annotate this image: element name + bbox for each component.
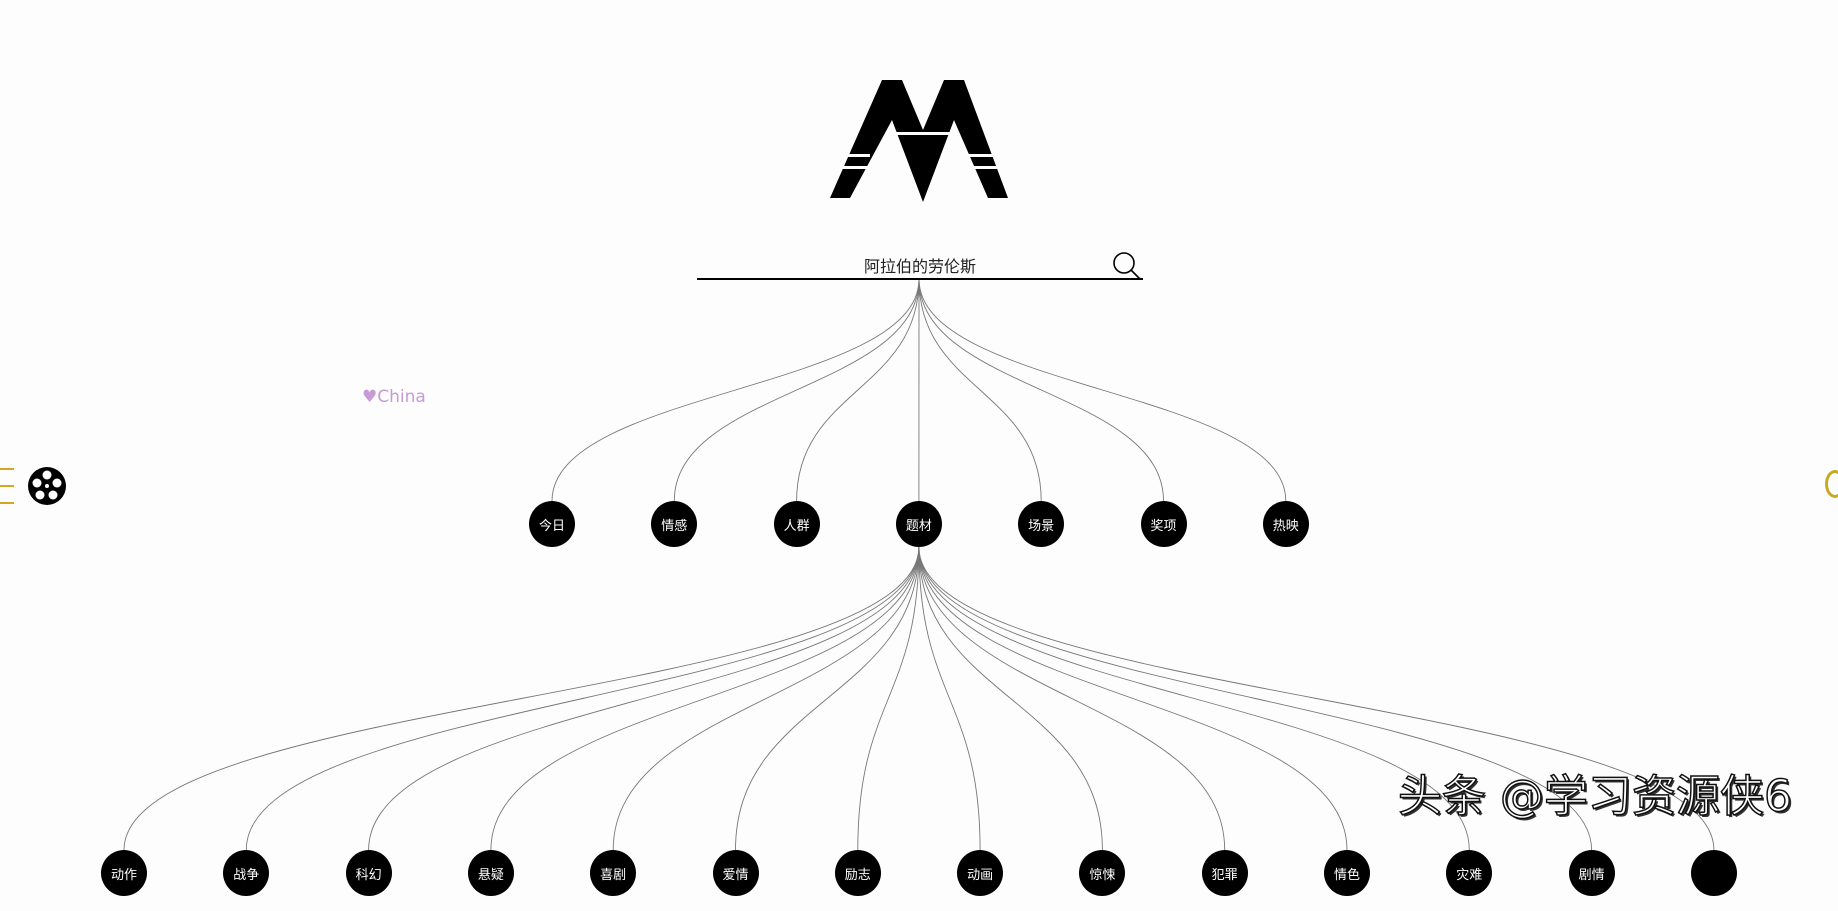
subcategory-node[interactable]: 科幻 [345, 850, 392, 896]
tree-link [918, 546, 981, 851]
tree-link [918, 278, 1287, 502]
subcategory-node[interactable]: 悬疑 [467, 850, 514, 896]
tree-link [612, 546, 920, 851]
tree-link [918, 546, 1226, 851]
category-node[interactable]: 场景 [1018, 501, 1065, 547]
tree-link [735, 546, 920, 851]
search-icon[interactable] [1112, 251, 1142, 281]
subcategory-node[interactable]: 励志 [834, 850, 881, 896]
china-text: China [377, 387, 426, 407]
subcategory-node[interactable]: 犯罪 [1201, 850, 1248, 896]
tree-link [796, 278, 920, 502]
category-node[interactable]: 情感 [651, 501, 698, 547]
tree-link [490, 546, 920, 851]
subcategory-node[interactable]: 动画 [957, 850, 1004, 896]
tree-link [673, 278, 920, 502]
search-input[interactable]: 阿拉伯的劳伦斯 [863, 257, 976, 276]
subcategory-node[interactable]: 灾难 [1446, 850, 1493, 896]
tree-link [857, 546, 920, 851]
tree-link [918, 278, 1042, 502]
tree-link [368, 546, 920, 851]
subcategory-node[interactable]: 惊悚 [1079, 850, 1126, 896]
tree-link [123, 546, 920, 851]
tree-link [918, 546, 1470, 851]
subcategory-node[interactable] [1690, 850, 1737, 896]
heart-icon: ♥ [362, 387, 378, 407]
category-node[interactable]: 奖项 [1140, 501, 1187, 547]
tree-link [918, 278, 1164, 502]
china-label[interactable]: ♥China [362, 387, 426, 407]
category-node[interactable]: 热映 [1262, 501, 1309, 547]
heart-icon[interactable] [1825, 470, 1838, 498]
menu-icon[interactable] [0, 468, 14, 519]
subcategory-node[interactable]: 喜剧 [590, 850, 637, 896]
subcategory-node[interactable]: 剧情 [1568, 850, 1615, 896]
category-node[interactable]: 题材 [895, 501, 942, 547]
tree-link [551, 278, 920, 502]
category-node[interactable]: 今日 [529, 501, 575, 547]
film-reel-icon[interactable] [27, 466, 67, 506]
search-underline [697, 278, 1143, 280]
tree-link [918, 546, 1348, 851]
category-node[interactable]: 人群 [773, 501, 820, 547]
tree-link [918, 546, 1715, 851]
subcategory-node[interactable]: 情色 [1324, 850, 1370, 896]
subcategory-node[interactable]: 动作 [101, 850, 147, 896]
subcategory-node[interactable]: 爱情 [712, 850, 759, 896]
tree-link [245, 546, 920, 851]
tree-link [918, 546, 1593, 851]
subcategory-node[interactable]: 战争 [223, 850, 270, 896]
watermark: 头条 @学习资源侠6 [1397, 771, 1792, 823]
tree-link [918, 546, 1103, 851]
logo [830, 80, 1008, 202]
